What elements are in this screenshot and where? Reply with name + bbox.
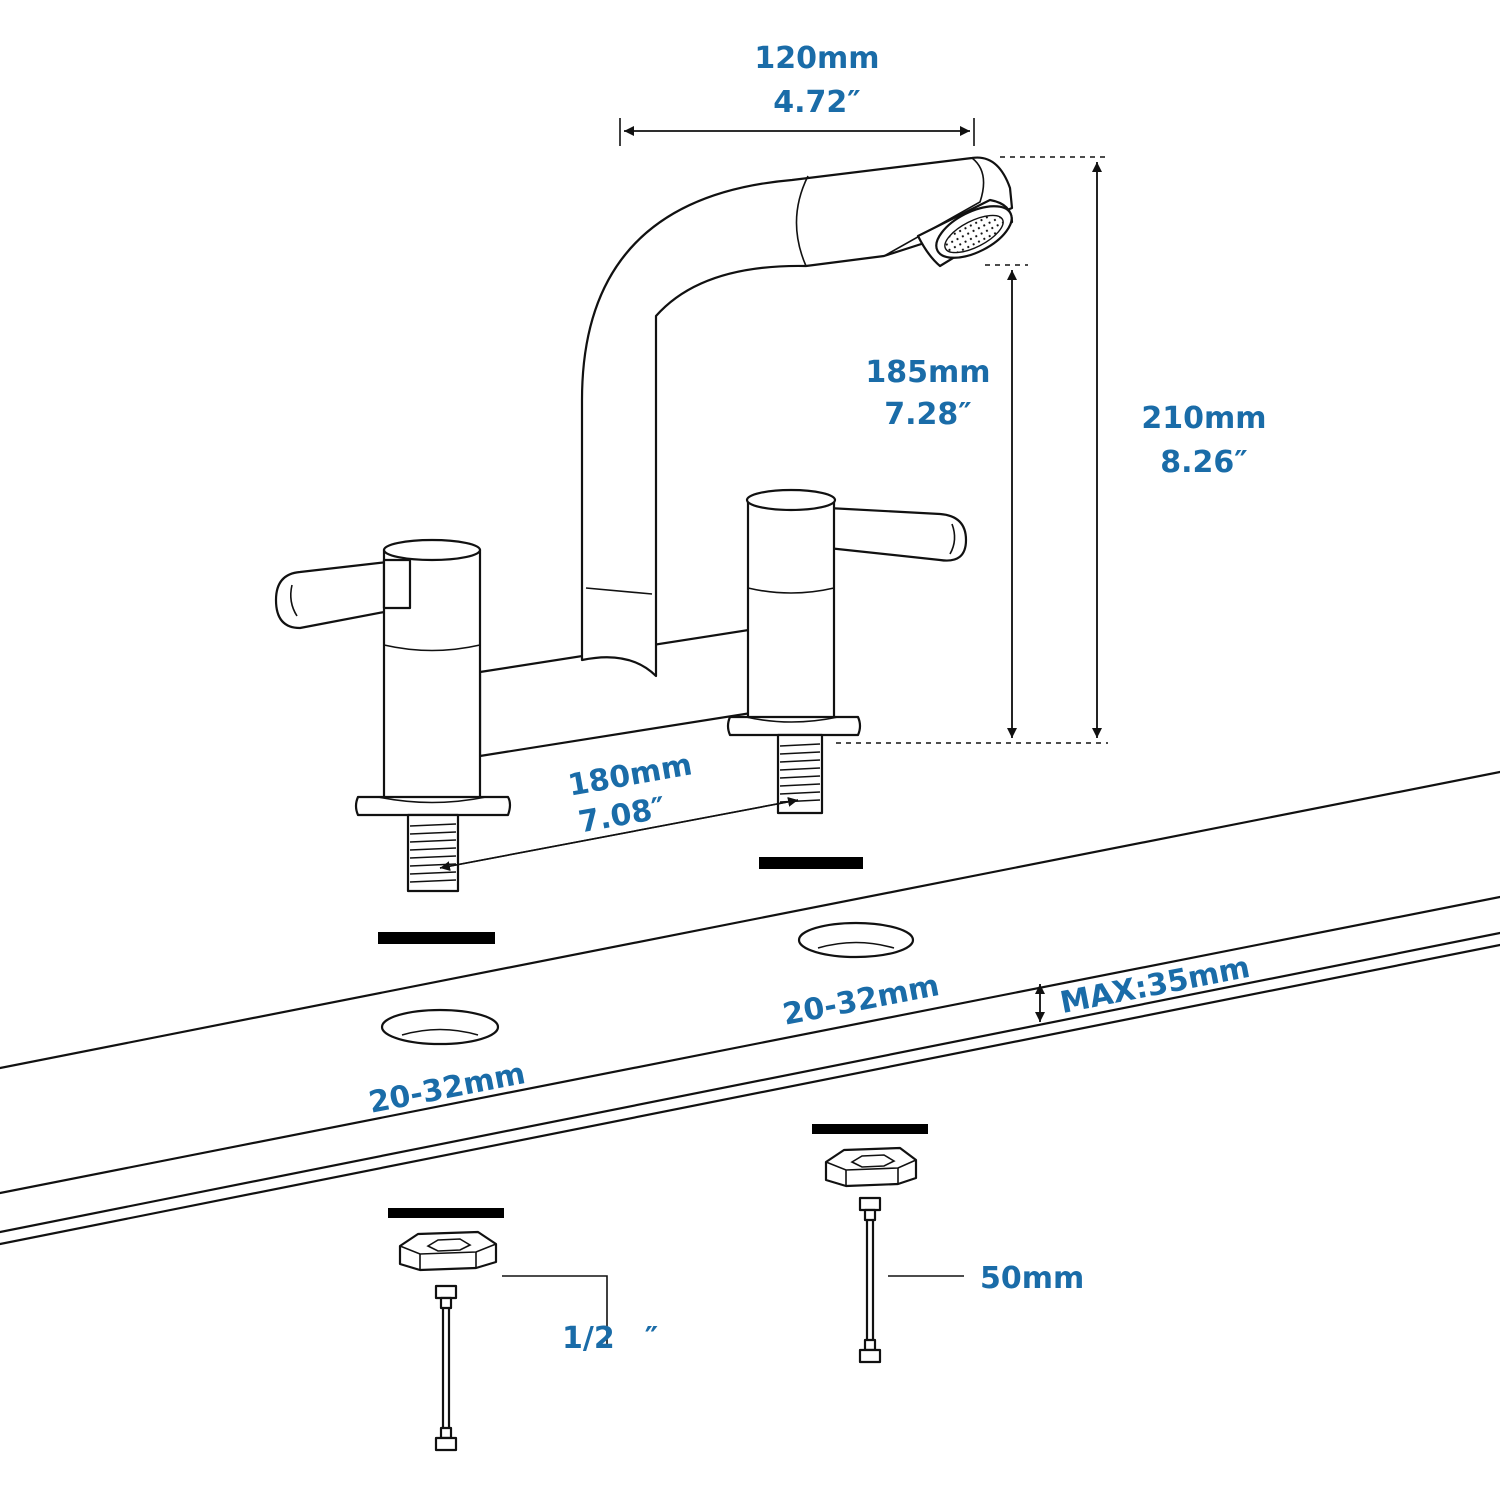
hose-length: 50mm: [980, 1261, 1084, 1296]
left-handle-lever: [274, 558, 407, 630]
spout: [580, 156, 1014, 678]
total-height-inch: 8.26″: [1160, 445, 1247, 480]
right-handle-lever: [826, 506, 968, 562]
hole-diameter-left: 20-32mm: [366, 1056, 528, 1121]
supply-hose-left: [434, 1284, 458, 1452]
gasket-bar-right-top: [759, 857, 863, 869]
spout-height-mm: 185mm: [865, 355, 990, 390]
deck-thickness-max: MAX:35mm: [1057, 950, 1253, 1021]
spout-reach-inch: 4.72″: [773, 85, 860, 120]
mounting-hole-right: [797, 921, 915, 959]
hex-nut-left: [398, 1230, 498, 1272]
total-height-mm: 210mm: [1141, 401, 1266, 436]
hose-thread-size: 1/2 ″: [562, 1321, 658, 1356]
right-valve-body: [726, 488, 862, 737]
mounting-hole-left: [380, 1008, 500, 1046]
gasket-bar-left-top: [378, 932, 495, 944]
right-threaded-shank: [776, 733, 824, 815]
center-distance-mm: 180mm: [565, 747, 694, 803]
spout-height-inch: 7.28″: [884, 397, 971, 432]
spout-reach-mm: 120mm: [754, 41, 879, 76]
hex-nut-right: [824, 1146, 918, 1188]
gasket-bar-left-bottom: [388, 1208, 504, 1218]
left-valve-body: [354, 538, 512, 817]
supply-hose-right: [858, 1196, 882, 1364]
gasket-bar-right-bottom: [812, 1124, 928, 1134]
aerator: [916, 198, 1014, 268]
dimension-lines: [439, 118, 1108, 1348]
countertop: [0, 770, 1500, 1246]
left-threaded-shank: [406, 813, 460, 893]
